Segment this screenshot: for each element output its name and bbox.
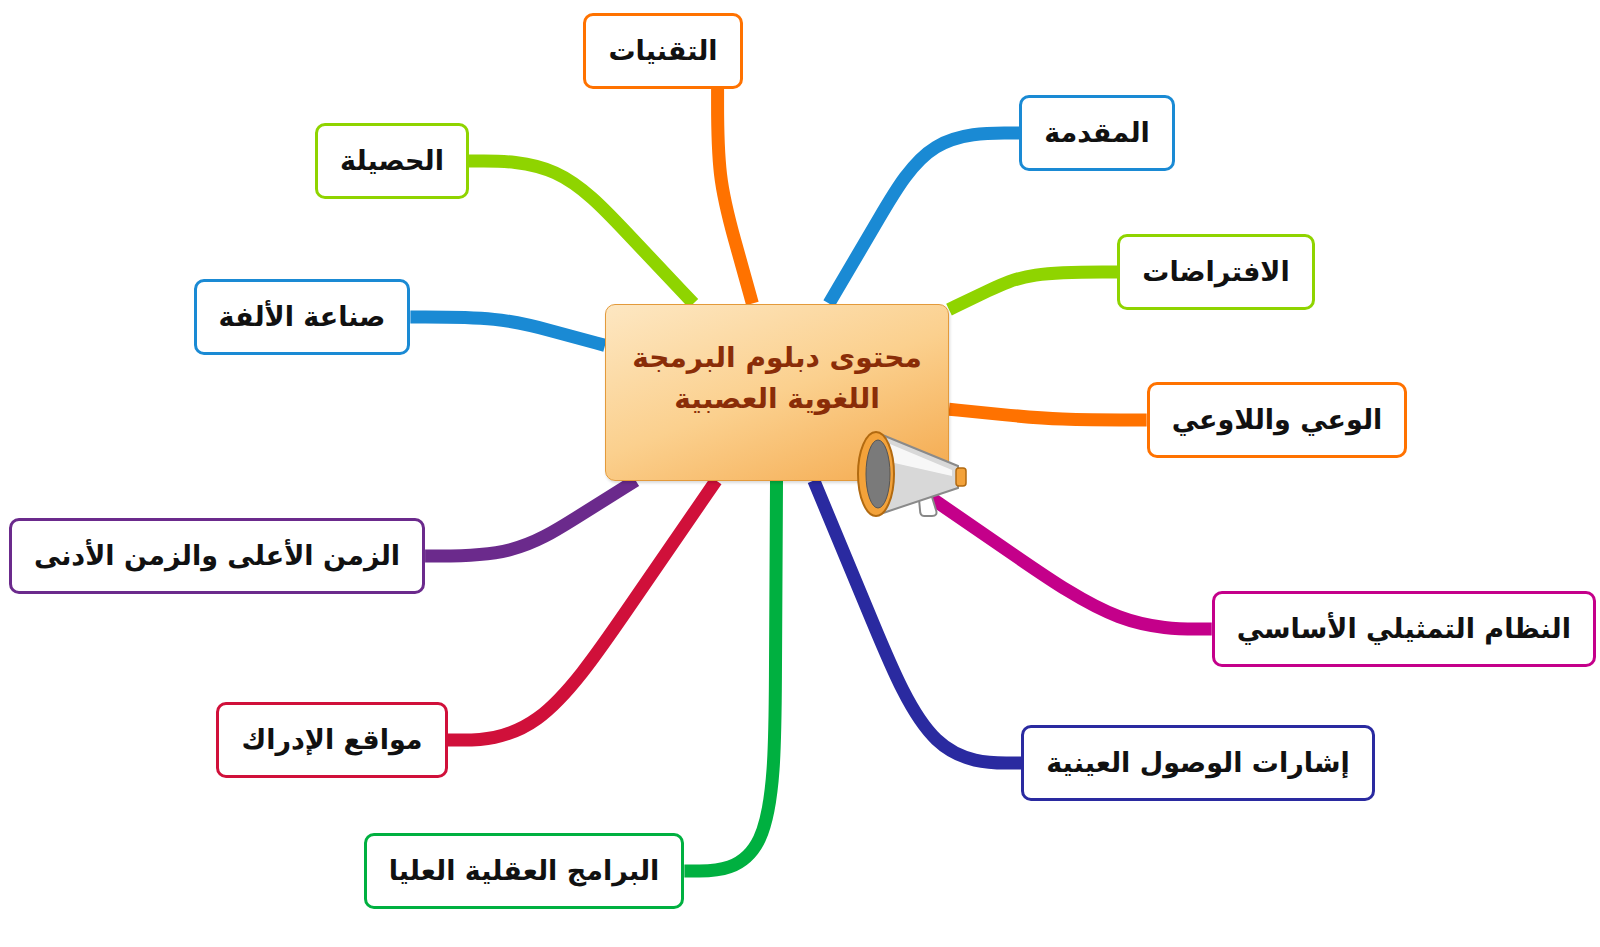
- megaphone-mouth: [866, 440, 890, 508]
- branch-topic: التقنيات: [583, 13, 742, 88]
- topic-label: الافتراضات: [1142, 254, 1289, 289]
- topic-label: البرامج العقلية العليا: [389, 853, 660, 888]
- branch-topic: الحصيلة: [315, 123, 469, 198]
- branch-topic: مواقع الإدراك: [216, 702, 447, 777]
- branch-topic: البرامج العقلية العليا: [364, 833, 685, 908]
- branch-connector: [425, 481, 636, 557]
- branch-connector: [949, 409, 1147, 420]
- central-topic: محتوى دبلوم البرمجة اللغوية العصبية: [605, 304, 949, 481]
- branch-connector: [448, 481, 717, 741]
- branch-topic: صناعة الألفة: [194, 279, 411, 354]
- topic-label: إشارات الوصول العينية: [1046, 745, 1350, 780]
- megaphone-back: [956, 468, 966, 486]
- branch-connector: [814, 481, 1021, 764]
- topic-label: النظام التمثيلي الأساسي: [1237, 611, 1571, 646]
- topic-label: التقنيات: [608, 33, 717, 68]
- branch-connector: [949, 272, 1117, 310]
- branch-topic: الافتراضات: [1117, 234, 1314, 309]
- megaphone: [858, 432, 966, 516]
- topic-label: صناعة الألفة: [219, 299, 386, 334]
- topic-label: محتوى دبلوم البرمجة اللغوية العصبية: [614, 338, 940, 419]
- branch-topic: النظام التمثيلي الأساسي: [1212, 591, 1596, 666]
- branch-connector: [684, 481, 776, 872]
- branch-connector: [469, 161, 694, 304]
- topic-label: الحصيلة: [340, 143, 444, 178]
- branch-connector: [829, 133, 1019, 304]
- megaphone-shine: [890, 444, 952, 476]
- megaphone-rim: [858, 432, 894, 516]
- topic-label: مواقع الإدراك: [241, 722, 422, 757]
- megaphone-icon: [840, 422, 970, 522]
- branch-connector: [410, 317, 605, 345]
- branch-topic: الزمن الأعلى والزمن الأدنى: [9, 518, 425, 593]
- topic-label: الزمن الأعلى والزمن الأدنى: [34, 538, 400, 573]
- branch-topic: الوعي واللاوعي: [1147, 382, 1408, 457]
- topic-label: المقدمة: [1044, 115, 1150, 150]
- branch-topic: المقدمة: [1019, 95, 1175, 170]
- branch-connector: [718, 89, 753, 304]
- branch-topic: إشارات الوصول العينية: [1021, 725, 1375, 800]
- branch-connector: [906, 481, 1212, 630]
- topic-label: الوعي واللاوعي: [1172, 402, 1383, 437]
